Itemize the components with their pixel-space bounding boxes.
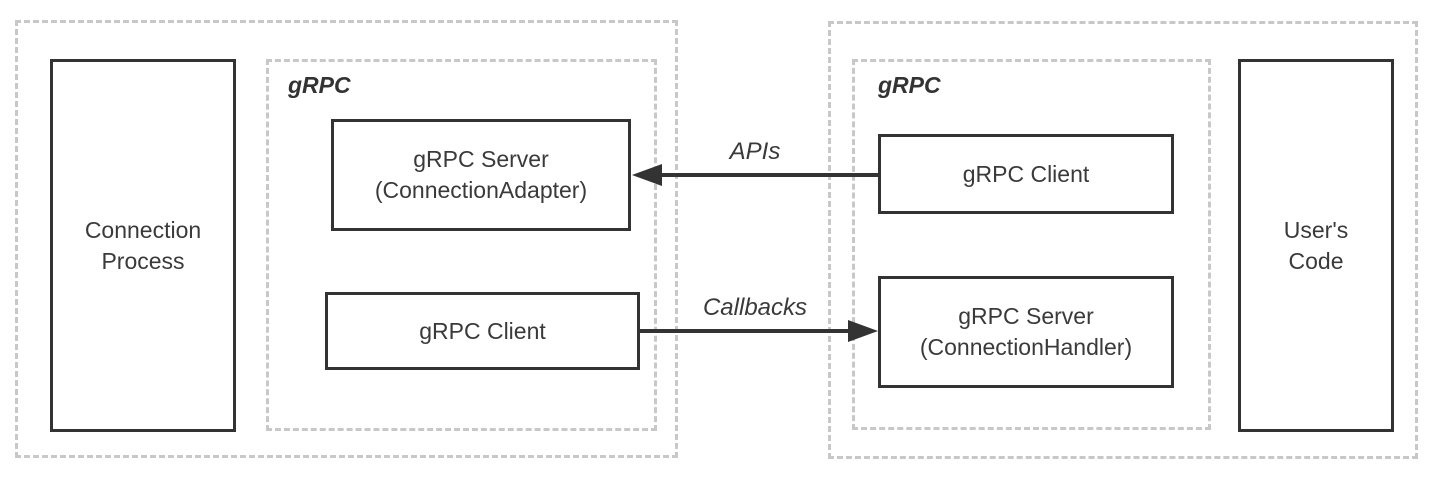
apis-arrow-label: APIs	[729, 138, 781, 165]
connection-process-group-container	[15, 20, 678, 458]
users-code-group-container	[828, 21, 1418, 459]
grpc-server-connection-handler-box: gRPC Server (ConnectionHandler)	[878, 276, 1174, 388]
handler-box-label-line1: gRPC Server	[958, 303, 1094, 329]
connection-process-label-line1: Connection	[84, 216, 202, 243]
handler-box-label-line2: (ConnectionHandler)	[919, 334, 1133, 360]
users-code-label-line1: User's	[1283, 216, 1349, 243]
left-grpc-group-container	[266, 59, 657, 431]
callbacks-arrowhead-right-icon	[848, 320, 878, 342]
connection-process-label-line2: Process	[101, 247, 185, 274]
users-code-box: User's Code	[1238, 59, 1394, 432]
users-code-label-line2: Code	[1288, 247, 1344, 274]
left-grpc-group-label: gRPC	[288, 72, 351, 98]
right-grpc-group-label: gRPC	[878, 72, 941, 98]
left-grpc-client-box: gRPC Client	[325, 292, 640, 370]
apis-arrowhead-left-icon	[632, 164, 662, 186]
adapter-box-label-line1: gRPC Server	[413, 146, 549, 172]
right-grpc-client-box: gRPC Client	[878, 134, 1174, 214]
callbacks-arrow-label: Callbacks	[702, 294, 808, 321]
grpc-server-connection-adapter-box: gRPC Server (ConnectionAdapter)	[331, 119, 631, 231]
left-grpc-client-label: gRPC Client	[419, 317, 546, 344]
right-grpc-group-container	[852, 59, 1211, 430]
adapter-box-label-line2: (ConnectionAdapter)	[374, 177, 588, 203]
callbacks-arrow-line	[639, 329, 851, 333]
connection-process-box: Connection Process	[50, 59, 236, 432]
apis-arrow-line	[656, 173, 878, 177]
right-grpc-client-label: gRPC Client	[962, 160, 1090, 187]
